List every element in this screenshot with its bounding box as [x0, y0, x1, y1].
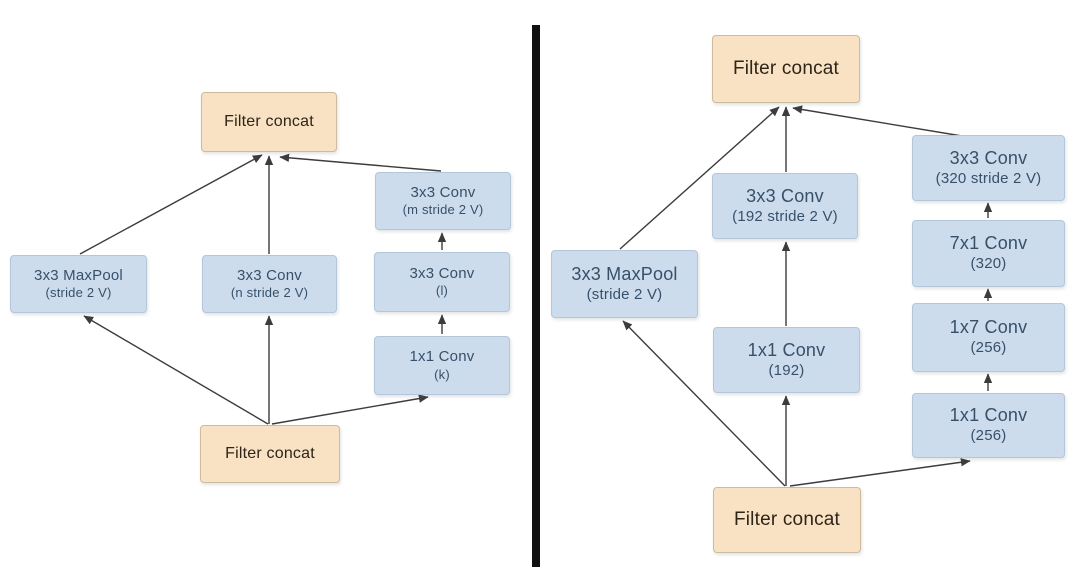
node-label: 3x3 MaxPool — [34, 266, 123, 284]
node-conv-3x3-l: 3x3 Conv(l) — [374, 252, 510, 312]
node-conv-1x1-192: 1x1 Conv(192) — [713, 327, 860, 393]
node-label: 3x3 Conv — [949, 147, 1028, 168]
node-conv-3x3-320: 3x3 Conv(320 stride 2 V) — [912, 135, 1065, 201]
node-sublabel: (l) — [435, 283, 449, 299]
node-sublabel: (320) — [970, 255, 1007, 273]
flow-arrow-conv-3x3-m-to-top-filter-concat — [279, 153, 442, 172]
node-label: 1x1 Conv — [409, 348, 475, 366]
node-sublabel: (256) — [970, 427, 1007, 445]
flow-arrow-bottom-filter-concat-to-conv-1x1-256 — [789, 458, 971, 487]
flow-arrow-bottom-filter-concat-to-maxpool-3x3 — [622, 320, 786, 487]
node-sublabel: (m stride 2 V) — [402, 202, 484, 218]
node-conv-1x1-256: 1x1 Conv(256) — [912, 393, 1065, 458]
node-sublabel: (k) — [434, 366, 450, 382]
node-top-filter-concat: Filter concat — [712, 35, 860, 103]
flow-arrow-bottom-filter-concat-to-maxpool-3x3 — [83, 315, 269, 425]
node-conv-1x1-k: 1x1 Conv(k) — [374, 336, 510, 395]
node-label: 3x3 Conv — [746, 185, 824, 206]
node-label: Filter concat — [225, 445, 315, 463]
flow-arrow-conv-3x3-320-to-top-filter-concat — [792, 105, 969, 138]
node-conv-3x3-m: 3x3 Conv(m stride 2 V) — [375, 172, 511, 230]
flow-arrow-bottom-filter-concat-to-conv-1x1-k — [271, 394, 429, 425]
node-label: Filter concat — [732, 58, 840, 80]
node-sublabel: (320 stride 2 V) — [935, 169, 1042, 187]
node-bottom-filter-concat: Filter concat — [200, 425, 340, 483]
node-top-filter-concat: Filter concat — [201, 92, 337, 152]
node-label: Filter concat — [733, 509, 841, 531]
node-label: 3x3 Conv — [409, 264, 475, 282]
node-label: Filter concat — [224, 113, 314, 131]
panel-divider-line — [532, 25, 540, 567]
node-sublabel: (n stride 2 V) — [230, 285, 309, 301]
node-maxpool-3x3: 3x3 MaxPool(stride 2 V) — [551, 250, 698, 318]
node-label: 3x3 MaxPool — [571, 263, 678, 284]
node-sublabel: (stride 2 V) — [45, 285, 112, 301]
node-maxpool-3x3: 3x3 MaxPool(stride 2 V) — [10, 255, 147, 313]
node-sublabel: (192 stride 2 V) — [732, 207, 838, 225]
flow-arrow-maxpool-3x3-to-top-filter-concat — [619, 106, 780, 250]
node-conv-7x1-320: 7x1 Conv(320) — [912, 220, 1065, 287]
node-label: 7x1 Conv — [949, 233, 1028, 254]
node-sublabel: (stride 2 V) — [586, 285, 663, 303]
node-label: 3x3 Conv — [410, 183, 476, 201]
node-conv-3x3-n: 3x3 Conv(n stride 2 V) — [202, 255, 337, 313]
node-bottom-filter-concat: Filter concat — [713, 487, 861, 553]
flow-arrow-maxpool-3x3-to-top-filter-concat — [79, 154, 263, 255]
node-conv-1x7-256: 1x7 Conv(256) — [912, 303, 1065, 372]
node-sublabel: (192) — [768, 361, 805, 379]
node-label: 3x3 Conv — [237, 266, 302, 284]
node-conv-3x3-192: 3x3 Conv(192 stride 2 V) — [712, 173, 858, 239]
node-label: 1x7 Conv — [949, 317, 1028, 338]
node-sublabel: (256) — [970, 339, 1007, 357]
node-label: 1x1 Conv — [949, 405, 1028, 426]
node-label: 1x1 Conv — [747, 339, 826, 360]
